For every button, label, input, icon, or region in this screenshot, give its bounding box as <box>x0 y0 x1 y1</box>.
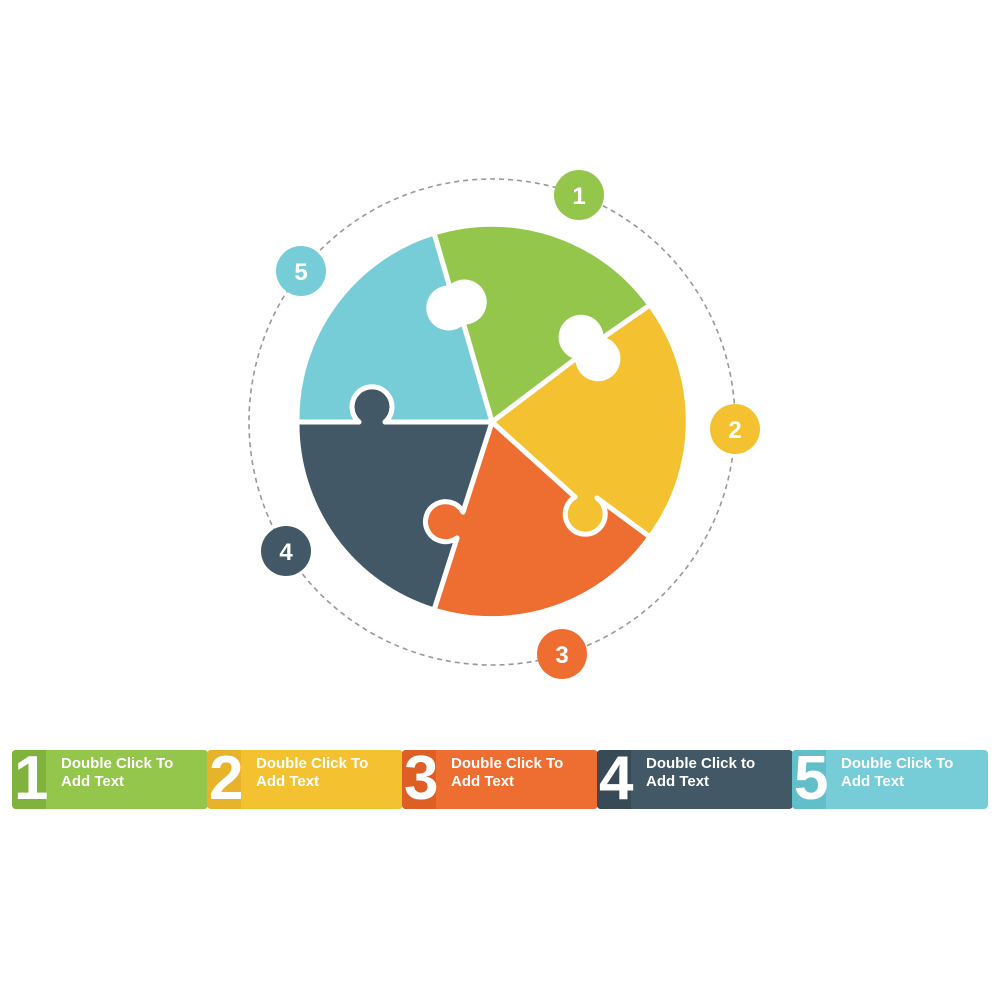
card-strip-1 <box>12 750 46 809</box>
badge-4: 4 <box>261 526 311 576</box>
badge-circle-3 <box>537 629 587 679</box>
puzzle-piece-5[interactable] <box>294 230 495 425</box>
badge-number-3: 3 <box>555 642 568 669</box>
puzzle-pieces <box>294 221 691 622</box>
badge-1: 1 <box>554 170 604 220</box>
card-number-4: 4 <box>599 750 634 809</box>
badge-circle-5 <box>276 246 326 296</box>
card-strip-5 <box>792 750 826 809</box>
legend-card-1[interactable]: 1 Double Click To Add Text <box>12 750 208 809</box>
card-number-3: 3 <box>404 750 439 809</box>
badge-number-4: 4 <box>279 539 293 566</box>
card-text-2[interactable]: Double Click To Add Text <box>256 755 369 790</box>
legend-card-2[interactable]: 2 Double Click To Add Text <box>207 750 403 809</box>
card-number-1: 1 <box>14 750 49 809</box>
legend-card-5[interactable]: 5 Double Click To Add Text <box>792 750 988 809</box>
legend-cards: 1 Double Click To Add Text 2 Double Clic… <box>12 750 988 810</box>
card-text-3[interactable]: Double Click To Add Text <box>451 755 564 790</box>
badge-number-5: 5 <box>294 259 307 286</box>
card-number-5: 5 <box>794 750 829 809</box>
badge-circle-4 <box>261 526 311 576</box>
badge-2: 2 <box>710 404 760 454</box>
card-number-2: 2 <box>209 750 244 809</box>
card-strip-3 <box>402 750 436 809</box>
badge-number-1: 1 <box>572 183 585 210</box>
badge-circle-1 <box>554 170 604 220</box>
badge-5: 5 <box>276 246 326 296</box>
legend-card-3[interactable]: 3 Double Click To Add Text <box>402 750 598 809</box>
card-text-4[interactable]: Double Click to Add Text <box>646 755 756 790</box>
puzzle-piece-1[interactable] <box>431 221 653 425</box>
numbered-badges: 1 2 3 4 5 <box>261 170 760 679</box>
badge-3: 3 <box>537 629 587 679</box>
card-strip-2 <box>207 750 241 809</box>
card-strip-4 <box>597 750 631 809</box>
card-text-5[interactable]: Double Click To Add Text <box>841 755 954 790</box>
badge-circle-2 <box>710 404 760 454</box>
legend-card-4[interactable]: 4 Double Click to Add Text <box>597 750 793 809</box>
badge-number-2: 2 <box>728 417 741 444</box>
card-text-1[interactable]: Double Click To Add Text <box>61 755 174 790</box>
